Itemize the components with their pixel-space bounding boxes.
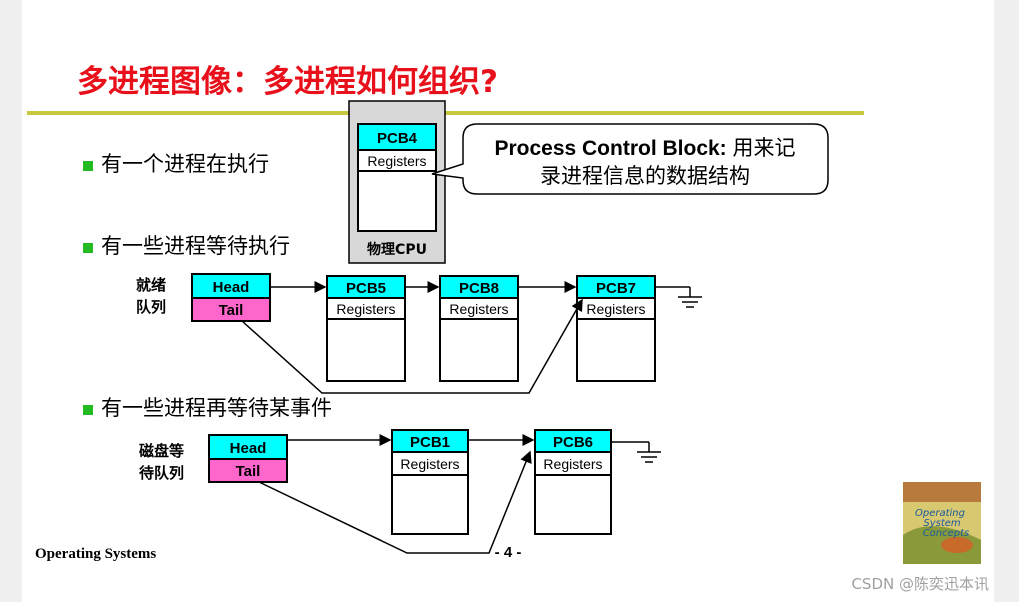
physical-cpu: PCB4 Registers 物理CPU [348,100,446,264]
slide: 多进程图像：多进程如何组织? 有一个进程在执行 有一些进程等待执行 有一些进程再… [22,0,994,602]
diagram-canvas: 多进程图像：多进程如何组织? 有一个进程在执行 有一些进程等待执行 有一些进程再… [27,64,989,593]
null-ground-icon [611,441,661,463]
queue-label: 就绪 [136,276,166,294]
registers-label: Registers [586,301,645,317]
disk-wait-queue: 磁盘等 待队列 Head Tail PCB1 Registers PCB6 Re… [139,429,661,554]
queue-label: 待队列 [139,464,184,482]
queue-label: 磁盘等 [139,442,184,460]
bullet-waiting: 有一些进程再等待某事件 [101,396,332,420]
pcb-name: PCB1 [410,434,450,451]
bullet-icon [83,405,93,415]
footer-text: Operating Systems [35,546,156,562]
ready-queue: 就绪 队列 Head Tail PCB5 Registers PCB8 Regi… [136,273,702,394]
pcb-callout: Process Control Block: 用来记 录进程信息的数据结构 [431,123,829,195]
callout-line-2: 录进程信息的数据结构 [540,165,750,188]
pcb-name: PCB4 [377,130,418,147]
tail-pointer-arrow [258,450,532,554]
slide-title: 多进程图像：多进程如何组织? [77,64,498,100]
registers-label: Registers [400,456,459,472]
callout-term: Process Control Block: [494,137,726,160]
svg-text:System: System [923,518,961,529]
watermark: CSDN @陈奕迅本讯 [851,575,989,593]
registers-label: Registers [543,456,602,472]
callout-line-1: Process Control Block: 用来记 [494,137,795,160]
pcb-name: PCB8 [459,280,499,297]
head-label: Head [213,279,250,296]
svg-text:Operating: Operating [915,508,965,519]
queue-label: 队列 [136,298,166,316]
pcb-name: PCB6 [553,434,593,451]
head-label: Head [230,440,267,457]
book-cover-image: Operating System Concepts [903,482,981,564]
null-ground-icon [655,286,702,308]
tail-label: Tail [219,302,244,319]
callout-desc: 用来记 [727,137,796,160]
bullet-running: 有一个进程在执行 [101,152,269,176]
registers-label: Registers [336,301,395,317]
bullet-icon [83,243,93,253]
pcb-name: PCB5 [346,280,386,297]
page-number: - 4 - [495,544,522,561]
registers-label: Registers [367,153,426,169]
cpu-label: 物理CPU [367,241,427,258]
bullet-ready: 有一些进程等待执行 [101,234,290,258]
registers-label: Registers [449,301,508,317]
bullet-icon [83,161,93,171]
pcb-name: PCB7 [596,280,636,297]
tail-label: Tail [236,463,261,480]
svg-text:Concepts: Concepts [923,528,970,539]
tail-pointer-arrow [241,298,583,394]
